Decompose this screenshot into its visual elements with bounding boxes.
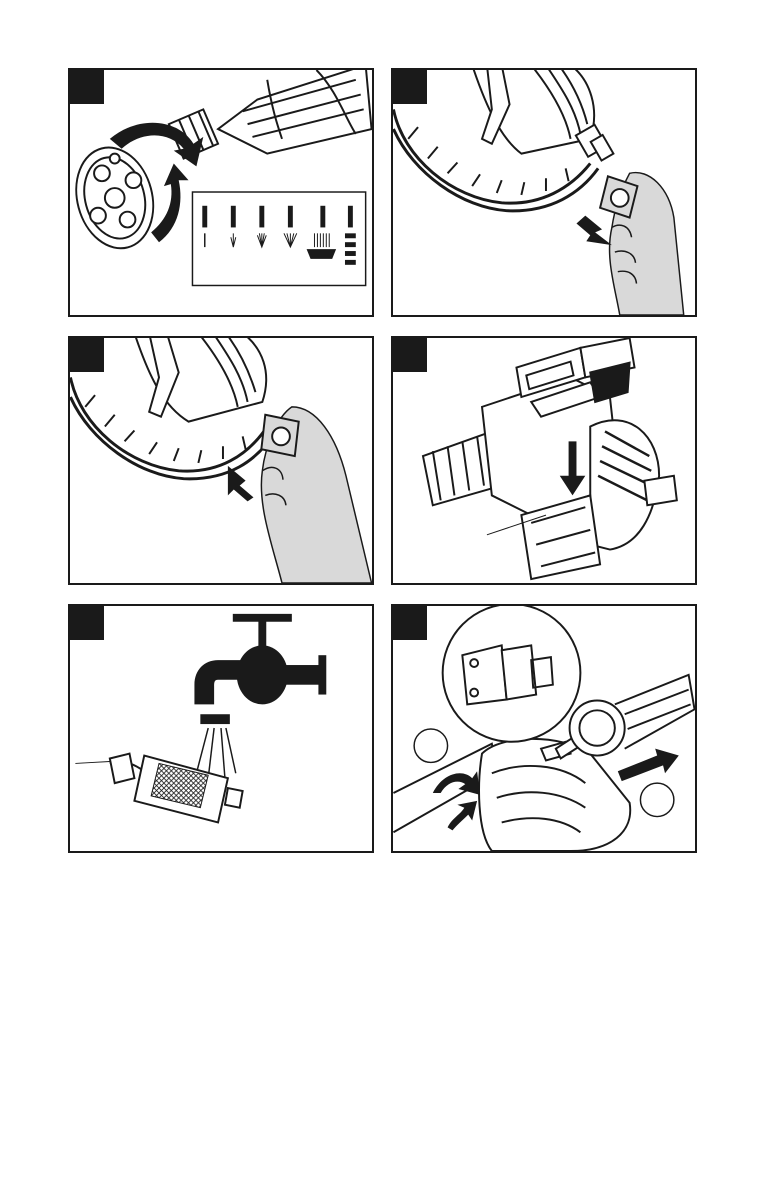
step-tab — [393, 70, 427, 104]
instruction-panel-4 — [391, 336, 697, 585]
push-arrow-icon — [618, 749, 679, 781]
nozzle-illustration — [70, 70, 372, 315]
step-tab — [70, 70, 104, 104]
faucet-icon — [194, 614, 326, 724]
spray-pattern-icon — [192, 192, 365, 285]
push-arrow-icon — [576, 216, 611, 246]
filter-icon — [110, 754, 243, 823]
remove-filter-illustration — [393, 70, 695, 315]
filter-icon — [261, 415, 298, 456]
instruction-panel-5 — [68, 604, 374, 853]
insert-filter-illustration — [70, 338, 372, 583]
step-tab — [70, 338, 104, 372]
instruction-panel-3 — [68, 336, 374, 585]
push-arrow-icon — [228, 466, 254, 501]
attach-wand-illustration — [393, 606, 695, 851]
instruction-panel-1 — [68, 68, 374, 317]
rinse-filter-illustration — [70, 606, 372, 851]
nozzle-head — [70, 139, 164, 257]
battery-insert-illustration — [393, 338, 695, 583]
instruction-panel-6 — [391, 604, 697, 853]
rotate-arrows-icon — [433, 771, 480, 830]
step-tab — [393, 606, 427, 640]
step-tab — [393, 338, 427, 372]
step-tab — [70, 606, 104, 640]
instruction-panel-2 — [391, 68, 697, 317]
